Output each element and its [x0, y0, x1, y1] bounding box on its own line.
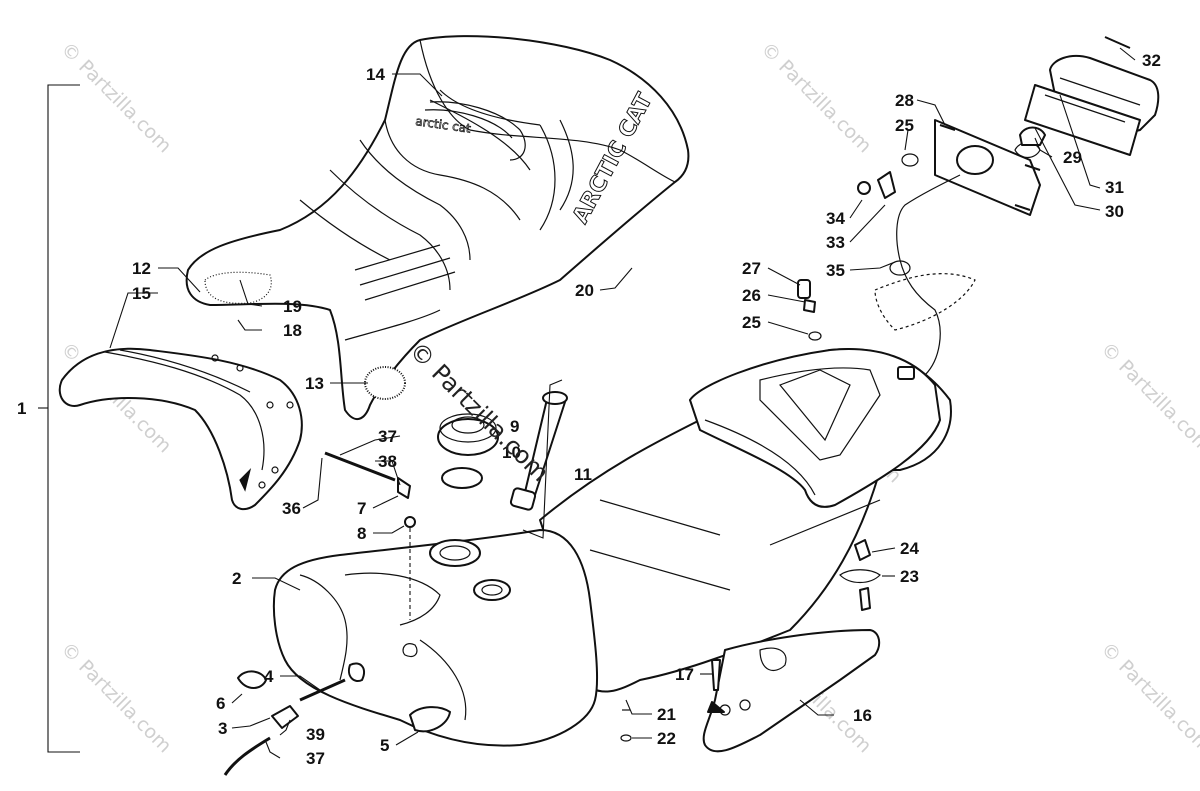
callout-26: 26 — [742, 286, 761, 305]
fastener-22 — [620, 734, 632, 742]
seat-cover-flap — [58, 347, 303, 511]
bolt — [859, 587, 871, 611]
callout-19: 19 — [283, 297, 302, 316]
cap-nut — [797, 279, 811, 299]
callout-37-upper: 37 — [378, 427, 397, 446]
fuel-gauge — [409, 706, 451, 733]
callout-10: 10 — [502, 443, 521, 462]
callout-17: 17 — [675, 665, 694, 684]
callout-18: 18 — [283, 321, 302, 340]
watermark: © Partzilla.com — [1096, 638, 1200, 757]
fuel-cap — [437, 413, 499, 456]
callout-30: 30 — [1105, 202, 1124, 221]
callout-6: 6 — [216, 694, 225, 713]
assembly-bracket — [38, 84, 80, 753]
lead-11 — [522, 379, 563, 539]
watermark: © Partzilla.com — [56, 38, 175, 157]
callout-11: 11 — [574, 465, 592, 484]
watermark: © Partzilla.com — [56, 638, 175, 757]
callout-3: 3 — [218, 719, 227, 738]
callout-32: 32 — [1142, 51, 1161, 70]
callout-2: 2 — [232, 569, 241, 588]
grommet — [404, 516, 416, 528]
callout-23: 23 — [900, 567, 919, 586]
watermark: © Partzilla.com — [1096, 338, 1200, 457]
cap-gasket — [441, 467, 483, 489]
callout-16: 16 — [853, 706, 872, 725]
callout-22: 22 — [657, 729, 676, 748]
callout-13: 13 — [305, 374, 324, 393]
nut-26 — [803, 299, 816, 313]
callout-36: 36 — [282, 499, 301, 518]
callout-31: 31 — [1105, 178, 1124, 197]
callout-12: 12 — [132, 259, 151, 278]
callout-24: 24 — [900, 539, 919, 558]
callout-8: 8 — [357, 524, 366, 543]
taillight-assembly — [857, 36, 1160, 380]
seat-base — [539, 348, 952, 693]
callout-20: 20 — [575, 281, 594, 300]
callout-labels: 1 2 3 4 5 6 7 8 9 10 11 12 13 14 15 16 1… — [17, 51, 1161, 768]
callout-35: 35 — [826, 261, 845, 280]
callout-38: 38 — [378, 452, 397, 471]
leader-lines — [109, 47, 1136, 759]
fuel-tank — [272, 529, 599, 747]
callout-27: 27 — [742, 259, 761, 278]
nut — [854, 539, 871, 561]
callout-5: 5 — [380, 736, 389, 755]
callout-21: 21 — [657, 705, 676, 724]
watermark: © Partzilla.com — [756, 38, 875, 157]
screw-17 — [711, 659, 721, 691]
callout-1: 1 — [17, 399, 26, 418]
callout-15: 15 — [132, 284, 151, 303]
callout-25-lower: 25 — [742, 313, 761, 332]
vent-fitting — [397, 477, 411, 499]
callout-37-lower: 37 — [306, 749, 325, 768]
callout-9: 9 — [510, 417, 519, 436]
callout-34: 34 — [826, 209, 845, 228]
callout-4: 4 — [264, 667, 274, 686]
callout-7: 7 — [357, 499, 366, 518]
fuel-line — [223, 662, 366, 776]
vent-hose — [324, 451, 396, 482]
watermark-main: © Partzilla.com — [404, 336, 555, 487]
callout-39: 39 — [306, 725, 325, 744]
washer — [839, 569, 881, 584]
side-panel — [702, 629, 881, 753]
callout-28: 28 — [895, 91, 914, 110]
callout-25-upper: 25 — [895, 116, 914, 135]
washer-25 — [808, 331, 822, 341]
callout-14: 14 — [366, 65, 385, 84]
callout-33: 33 — [826, 233, 845, 252]
seat: ARCTIC CAT arctic cat — [185, 35, 690, 420]
callout-29: 29 — [1063, 148, 1082, 167]
reflector — [364, 366, 406, 400]
